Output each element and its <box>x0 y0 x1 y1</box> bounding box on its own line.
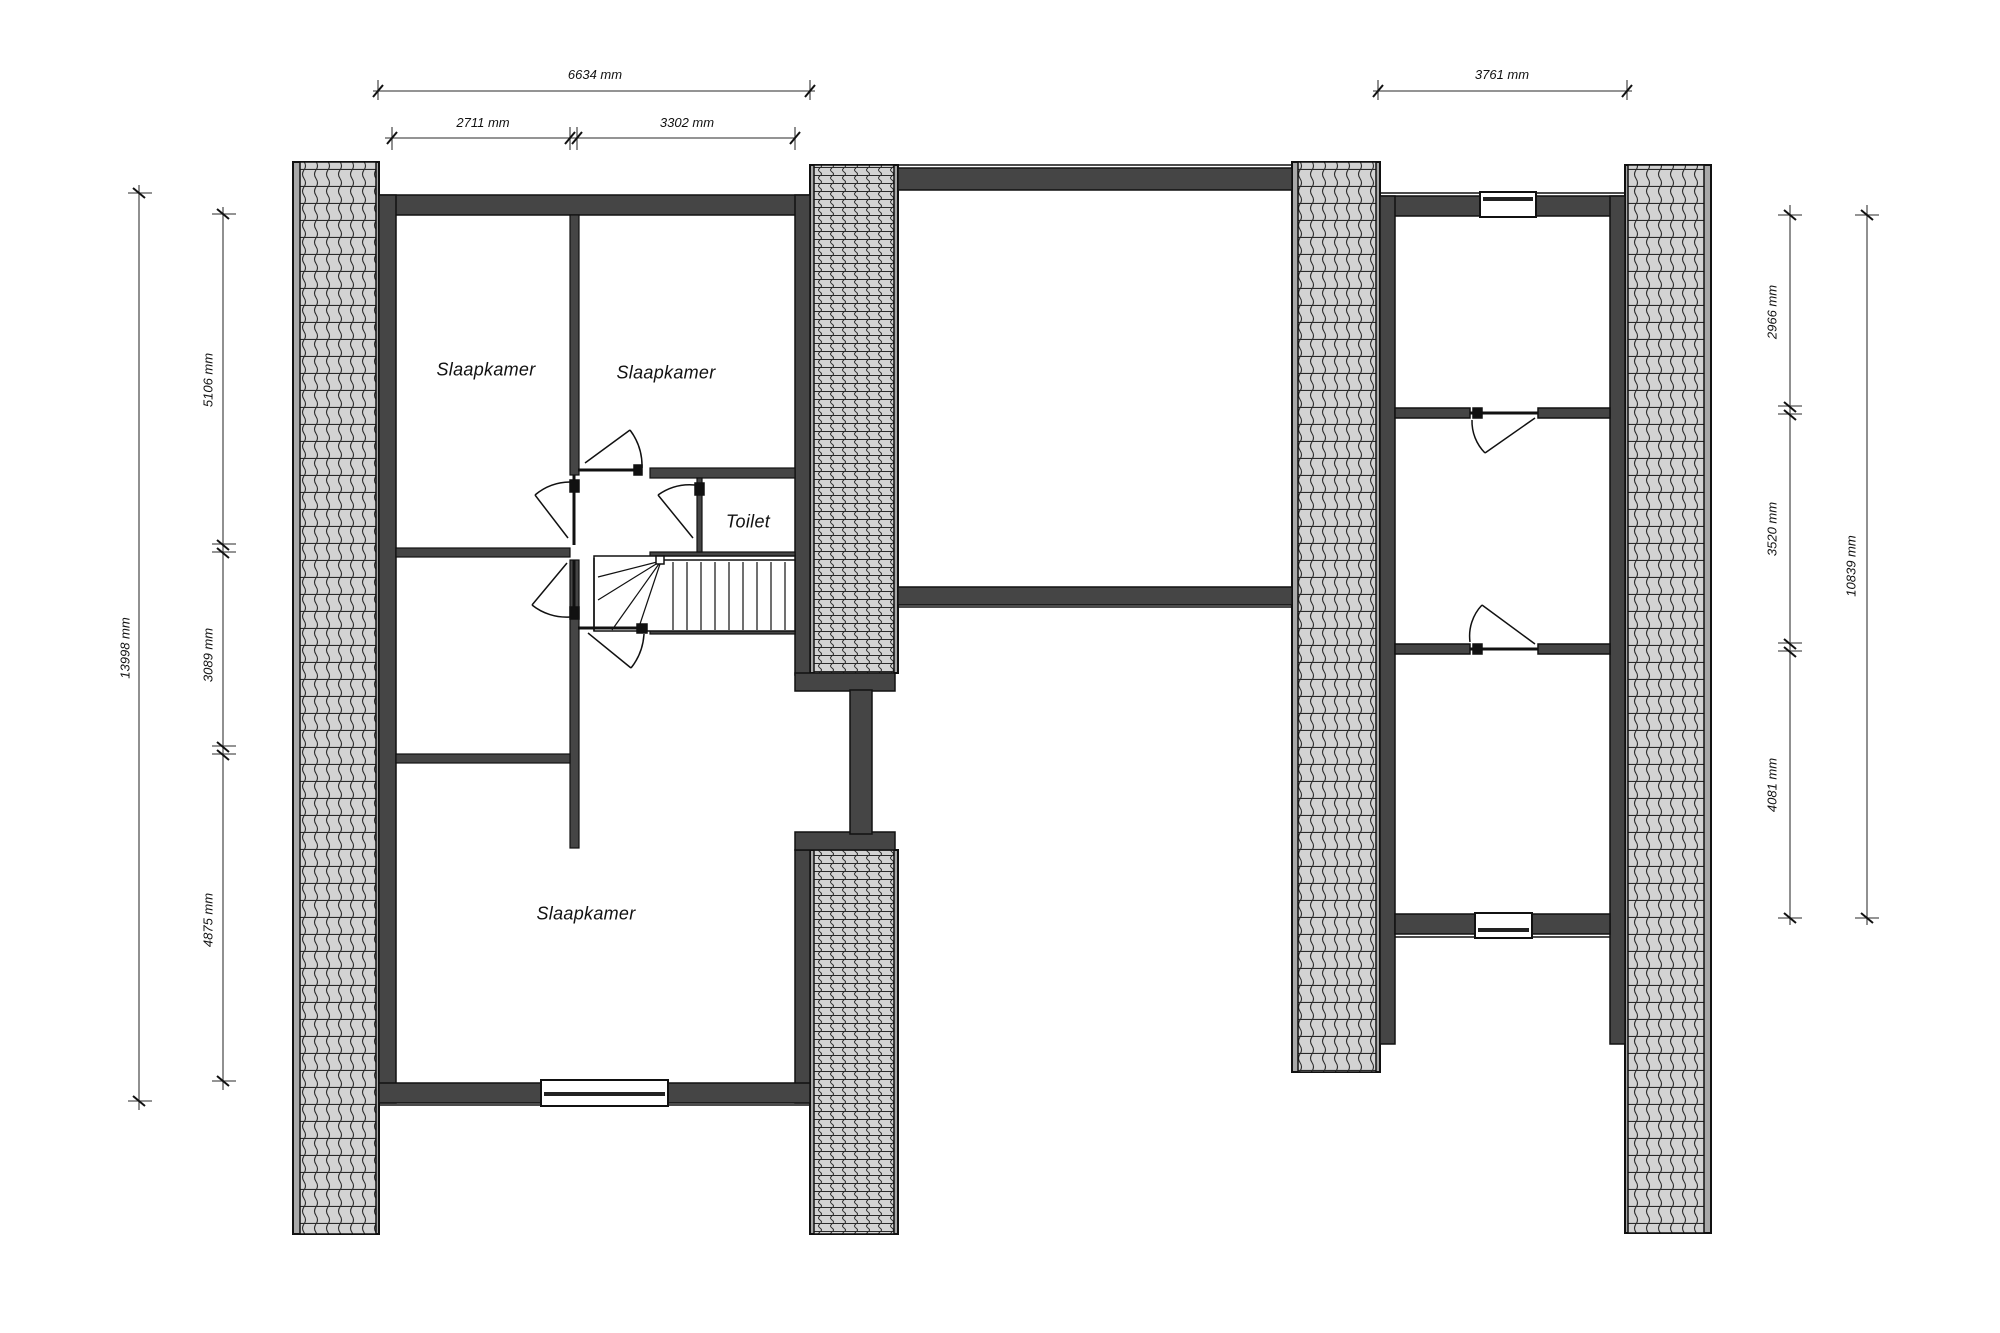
dim-top-right-room: 3302 mm <box>659 115 715 130</box>
dim-right-total: 10839 mm <box>1843 535 1859 597</box>
door-right-unit-lower[interactable] <box>1468 604 1538 655</box>
dim-top-left-room: 2711 mm <box>456 115 510 130</box>
dim-right-lower: 4081 mm <box>1764 757 1780 813</box>
right-unit-walls <box>1379 195 1626 1045</box>
room-label-bedroom-2: Slaapkamer <box>616 362 716 383</box>
dim-top-right-unit: 3761 mm <box>1474 67 1530 82</box>
door-bedroom-3[interactable] <box>578 623 648 669</box>
roof-strip-left <box>292 161 380 1235</box>
dim-left-lower: 4875 mm <box>200 892 216 948</box>
dimension-ticks <box>132 84 1874 1107</box>
room-label-toilet: Toilet <box>725 511 771 532</box>
room-label-bedroom-3: Slaapkamer <box>536 903 636 924</box>
roof-strip-middle-right <box>1291 161 1381 1073</box>
dim-left-total: 13998 mm <box>117 617 133 679</box>
door-middle-room[interactable] <box>531 560 580 620</box>
window-left-unit-bottom <box>540 1079 669 1107</box>
dim-top-total-left: 6634 mm <box>567 67 623 82</box>
staircase <box>593 555 796 632</box>
dim-right-upper: 2966 mm <box>1764 284 1780 340</box>
dim-right-middle: 3520 mm <box>1764 501 1780 557</box>
left-unit-walls <box>378 194 896 1104</box>
middle-connection-walls <box>897 167 1293 606</box>
dim-left-upper: 5106 mm <box>200 352 216 408</box>
door-right-unit-upper[interactable] <box>1470 407 1538 454</box>
dim-left-middle: 3089 mm <box>200 627 216 683</box>
roof-strip-right <box>1624 164 1712 1234</box>
door-bedroom-1[interactable] <box>534 475 580 545</box>
door-toilet[interactable] <box>657 482 705 539</box>
window-right-unit-top <box>1479 191 1537 218</box>
roof-strip-middle-left-upper <box>809 164 899 674</box>
room-label-bedroom-1: Slaapkamer <box>436 359 536 380</box>
door-bedroom-2[interactable] <box>578 429 643 476</box>
roof-strip-middle-left-lower <box>809 849 899 1235</box>
window-right-unit-bottom <box>1474 912 1533 939</box>
